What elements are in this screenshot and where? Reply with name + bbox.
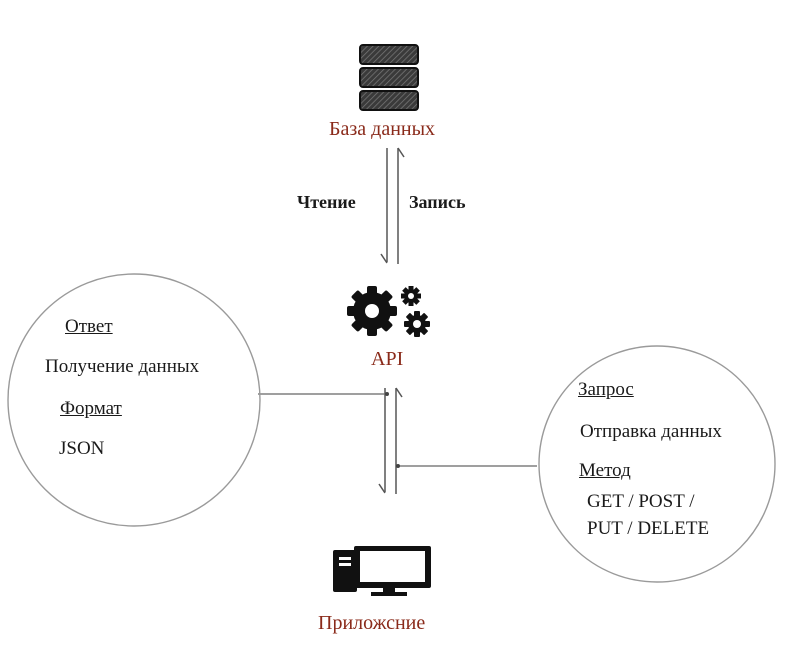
write-label: Запись — [409, 192, 466, 212]
gears-icon — [347, 286, 430, 337]
database-label: База данных — [329, 118, 436, 140]
request-title: Запрос — [578, 379, 634, 400]
response-arrow — [395, 387, 403, 494]
response-description: Получение данных — [45, 356, 200, 377]
response-title: Ответ — [65, 316, 113, 337]
method-title: Метод — [579, 460, 631, 481]
method-values-line1: GET / POST / — [587, 491, 695, 512]
write-arrow — [397, 147, 405, 264]
application-label: Приложсние — [318, 612, 426, 634]
api-label: API — [371, 348, 404, 370]
format-value: JSON — [59, 438, 105, 459]
request-connector — [396, 464, 537, 468]
read-arrow — [380, 148, 388, 264]
computer-icon — [333, 546, 431, 596]
response-connector — [258, 392, 389, 396]
format-title: Формат — [60, 398, 122, 419]
database-icon — [359, 44, 419, 111]
read-label: Чтение — [297, 192, 356, 212]
request-description: Отправка данных — [580, 421, 722, 442]
request-circle — [538, 345, 776, 583]
request-arrow — [378, 388, 386, 494]
response-circle — [7, 273, 261, 527]
method-values-line2: PUT / DELETE — [587, 518, 710, 539]
